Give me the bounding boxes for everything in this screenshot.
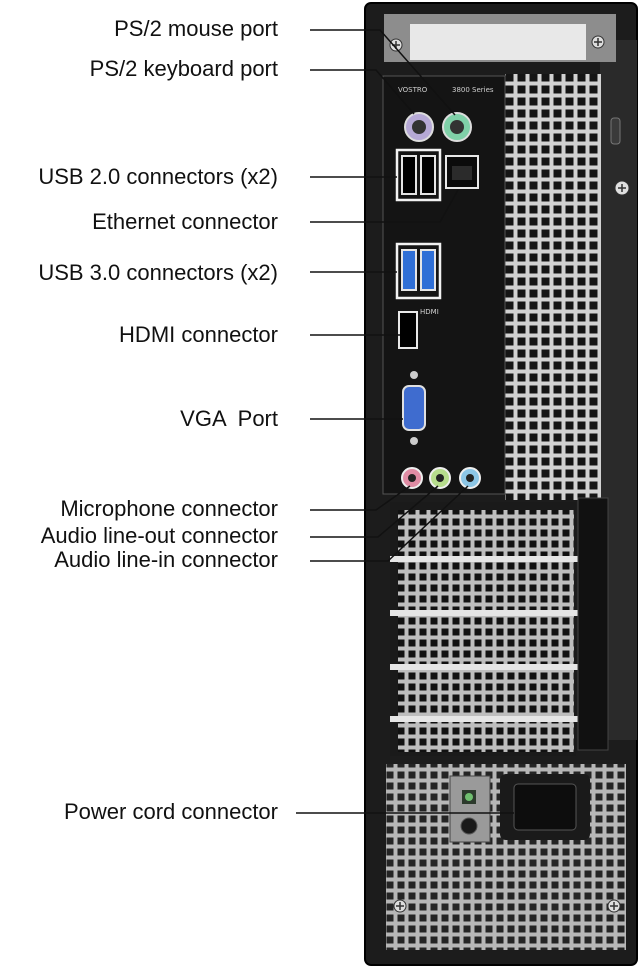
brand-text: VOSTRO (398, 86, 428, 94)
expansion-slots (390, 502, 580, 756)
top-bracket-opening (410, 24, 586, 60)
label-hdmi-connector: HDMI connector (119, 322, 278, 347)
leader-line-audio-out (310, 485, 439, 538)
bist-button-icon (460, 817, 478, 835)
label-audio-line-in-connector: Audio line-in connector (54, 547, 278, 572)
leader-line-audio-in (310, 485, 469, 562)
label-microphone-connector: Microphone connector (60, 496, 278, 521)
audio-line-in-jack (459, 467, 481, 489)
series-text: 3800 Series (452, 86, 494, 94)
latch (610, 117, 621, 145)
screw-icon (614, 180, 630, 196)
vga-port (402, 371, 426, 445)
hdmi-mark-text: HDMI (420, 308, 439, 316)
label-vga-port: VGA Port (180, 406, 278, 431)
screw-icon (607, 899, 621, 913)
ethernet-connector (445, 155, 479, 189)
microphone-jack (401, 467, 423, 489)
label-usb3-connectors: USB 3.0 connectors (x2) (38, 260, 278, 285)
label-audio-line-out-connector: Audio line-out connector (40, 523, 278, 548)
ps2-mouse-port (442, 112, 472, 142)
audio-line-out-jack (429, 467, 451, 489)
ventilation-grille (505, 74, 601, 500)
leader-line-ethernet (310, 189, 459, 223)
label-power-cord-connector: Power cord connector (64, 799, 278, 824)
power-supply (386, 764, 626, 950)
screw-icon (393, 899, 407, 913)
label-ethernet-connector: Ethernet connector (92, 209, 278, 234)
screw-icon (591, 35, 605, 49)
power-led-icon (462, 790, 476, 804)
label-ps2-keyboard-port: PS/2 keyboard port (89, 56, 278, 81)
usb2-connectors (395, 148, 442, 202)
hdmi-connector: HDMI (398, 308, 439, 349)
leader-line-ps2-mouse (310, 29, 456, 116)
slot-bracket (577, 497, 609, 751)
label-usb2-connectors: USB 2.0 connectors (x2) (38, 164, 278, 189)
label-ps2-mouse-port: PS/2 mouse port (114, 16, 278, 41)
leader-line-microphone (310, 485, 411, 511)
usb3-connectors (395, 242, 442, 300)
ps2-keyboard-port (404, 112, 434, 142)
leader-line-ps2-keyboard (310, 69, 415, 115)
